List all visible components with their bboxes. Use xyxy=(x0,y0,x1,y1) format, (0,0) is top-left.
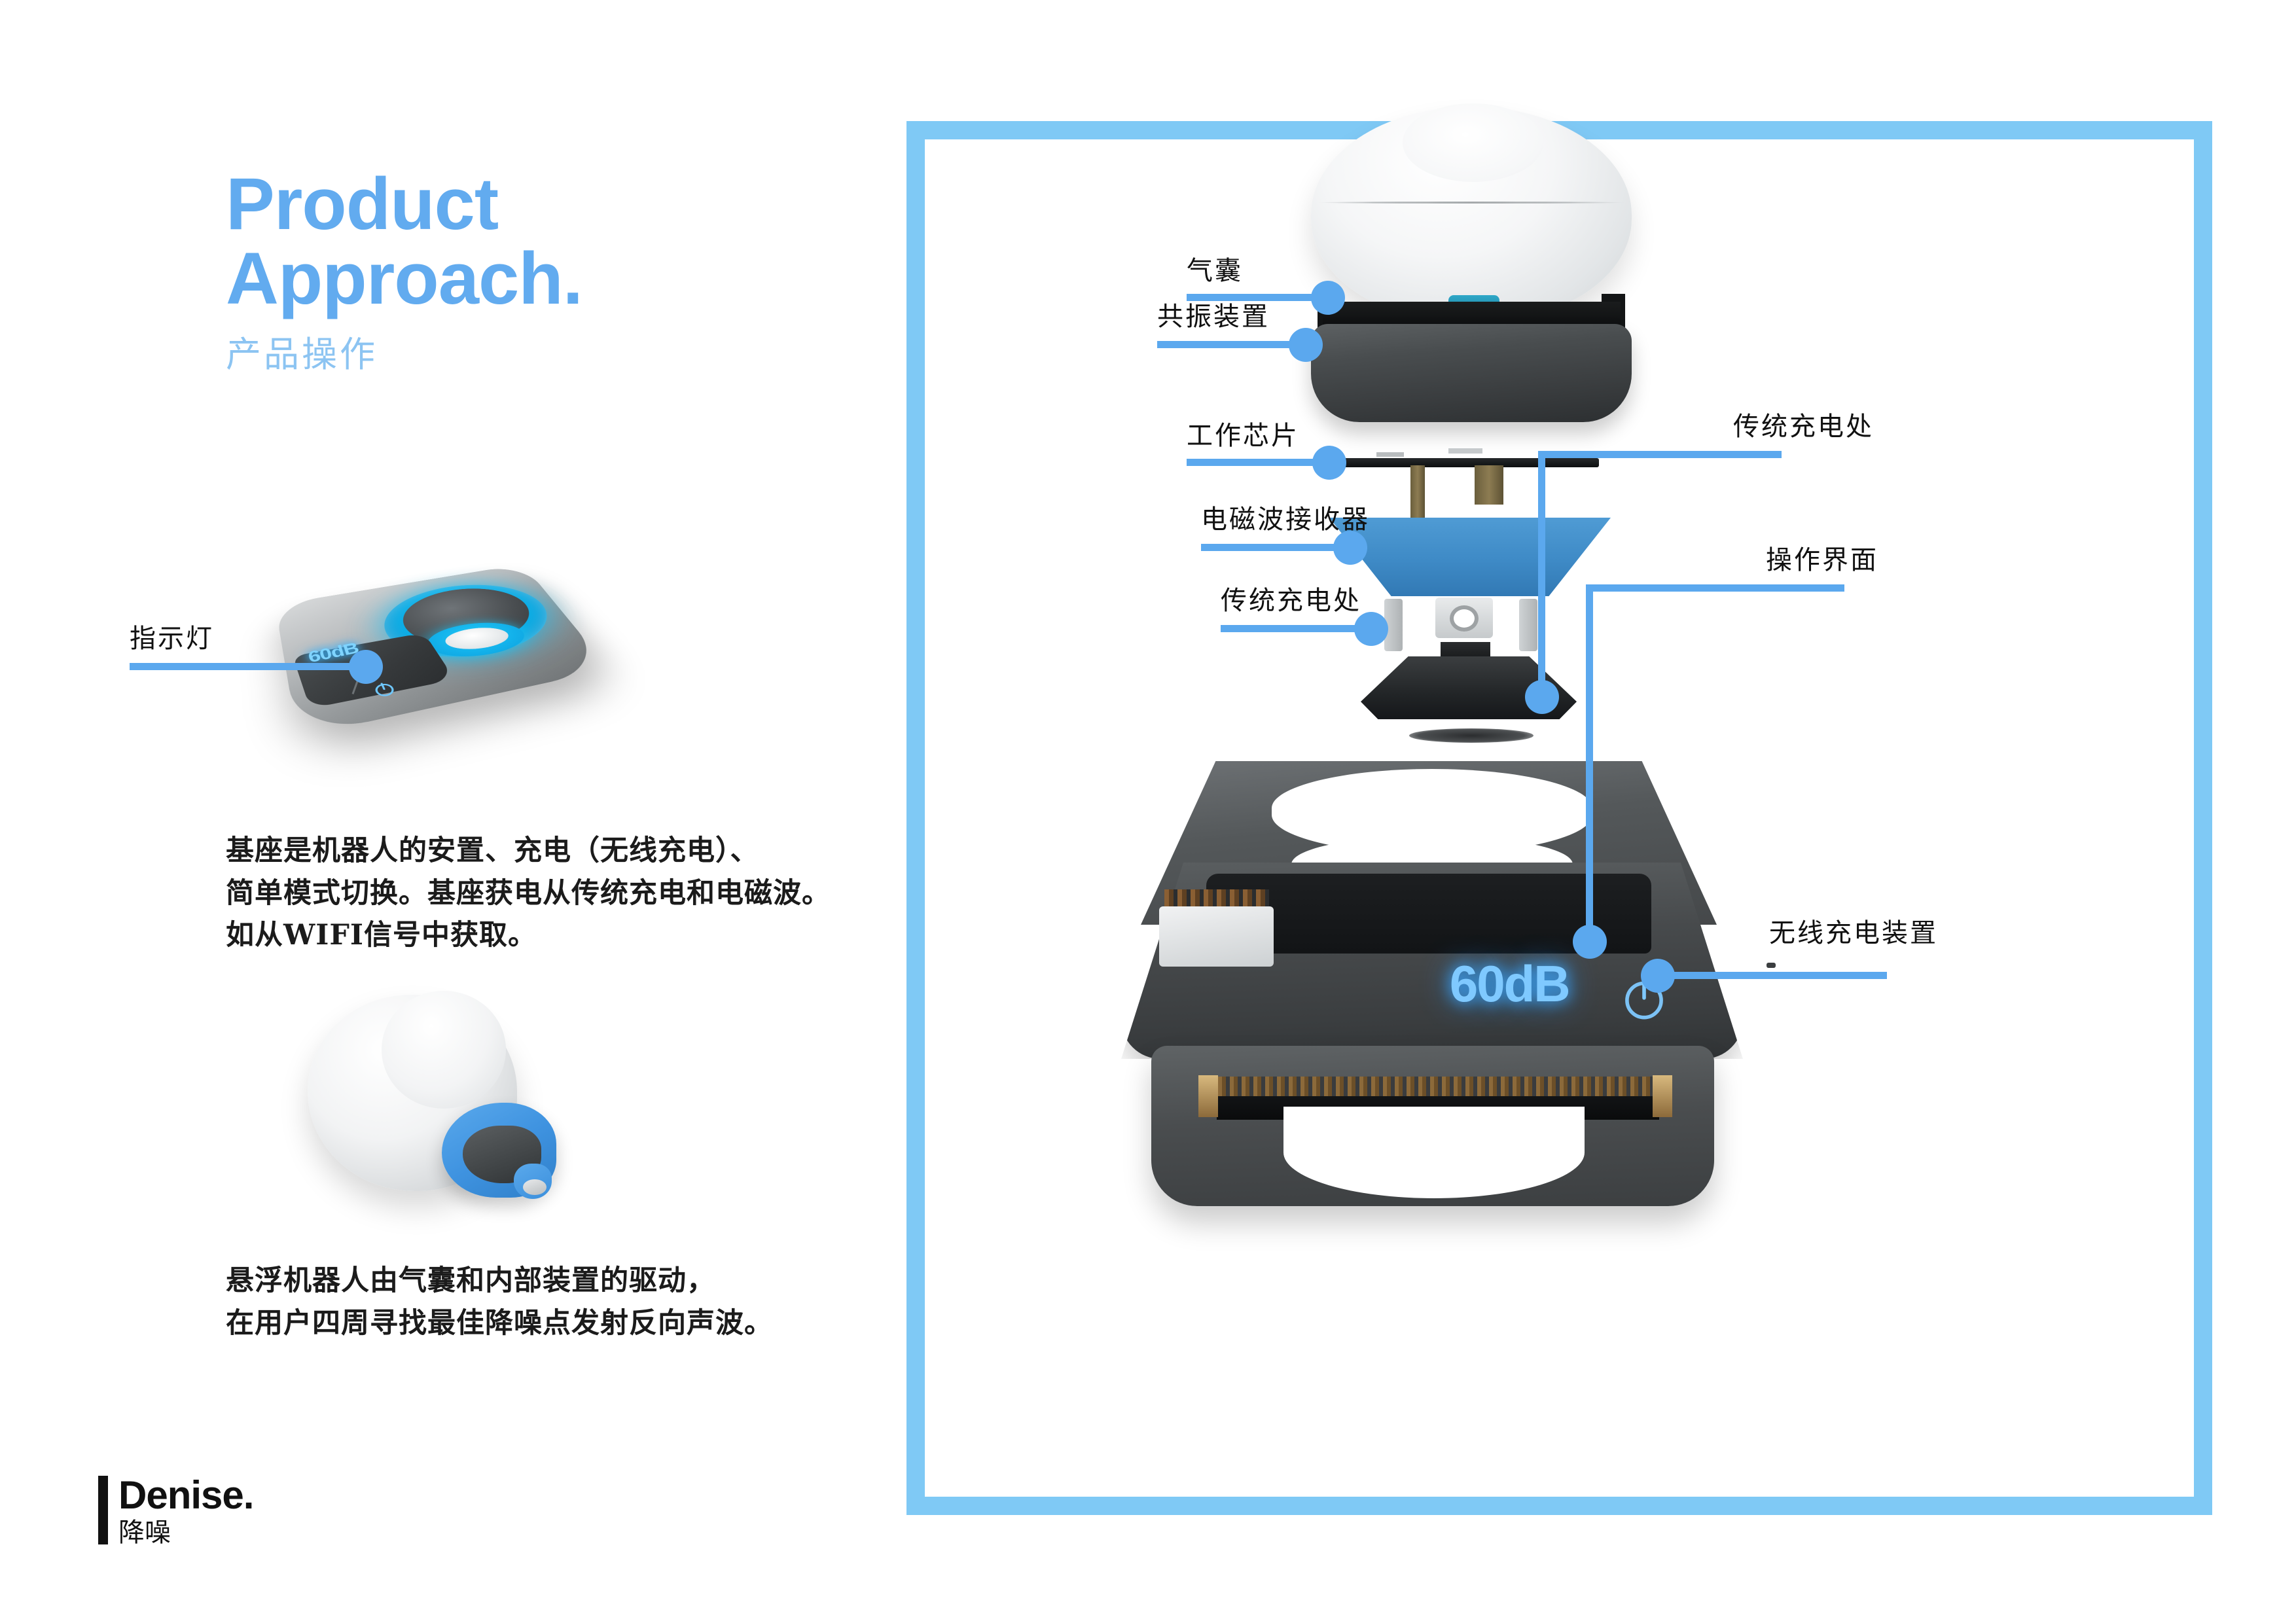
operation-interface-marker xyxy=(1767,963,1776,968)
callout-line-traditional-charging-right xyxy=(1538,451,1782,458)
callout-dot-working-chip xyxy=(1312,446,1346,480)
callout-dot-operation-interface xyxy=(1573,925,1607,959)
callout-label-indicator-light: 指示灯 xyxy=(130,624,214,654)
exploded-view-frame: 60dB 气囊 共振装置 xyxy=(130,103,2212,1515)
chip-tab-right xyxy=(1448,448,1482,454)
coil-terminal-right xyxy=(1653,1075,1672,1117)
callout-line-resonance-device xyxy=(1157,341,1304,348)
receiver-pin-right xyxy=(1519,599,1537,651)
chip-leg-right xyxy=(1475,465,1503,505)
callout-dot-resonance-device xyxy=(1289,328,1323,362)
title-english-line1: Product xyxy=(226,163,499,245)
callout-label-working-chip: 工作芯片 xyxy=(1187,421,1299,451)
paragraph-base-station: 基座是机器人的安置、充电（无线充电）、 简单模式切换。基座获电从传统充电和电磁波… xyxy=(226,834,831,952)
base-connector-block xyxy=(1159,906,1274,967)
callout-label-airbag: 气囊 xyxy=(1187,256,1243,286)
callout-label-operation-interface: 操作界面 xyxy=(1766,545,1878,575)
callout-label-resonance-device: 共振装置 xyxy=(1157,302,1270,332)
airbag-lobe xyxy=(1403,103,1543,182)
callout-label-traditional-charging-right: 传统充电处 xyxy=(1733,412,1874,442)
base-bottom-aperture xyxy=(1283,1107,1585,1198)
airbag-seam xyxy=(1318,202,1625,204)
callout-line-wireless-charging-device xyxy=(1671,972,1887,979)
title-english-line2: Approach. xyxy=(226,238,583,320)
charging-contact-shadow xyxy=(1409,728,1534,743)
working-chip-part xyxy=(1344,458,1599,467)
wireless-charging-coil xyxy=(1206,1077,1664,1097)
logo-name: Denise. xyxy=(118,1473,254,1517)
callout-label-em-wave-receiver: 电磁波接收器 xyxy=(1201,505,1370,535)
left-column: Product Approach. 产品操作 60dB 基座是机器人的安置、充电… xyxy=(0,0,903,1623)
callout-line-traditional-charging-left xyxy=(1221,625,1371,632)
brand-logo: Denise. 降噪 xyxy=(98,1473,254,1548)
robot-foot-contact xyxy=(523,1179,547,1195)
callout-dot-traditional-charging-right xyxy=(1525,680,1559,714)
callout-label-wireless-charging-device: 无线充电装置 xyxy=(1769,918,1938,948)
chip-tab-left xyxy=(1376,452,1404,457)
callout-line-operation-interface xyxy=(1586,584,1844,592)
base-station-render: 60dB xyxy=(260,497,610,779)
coil-terminal-left xyxy=(1198,1075,1218,1117)
callout-elbow-traditional-charging-right xyxy=(1538,451,1545,693)
callout-label-traditional-charging-left: 传统充电处 xyxy=(1221,586,1361,616)
robot-render xyxy=(298,988,605,1250)
callout-line-working-chip xyxy=(1187,459,1329,466)
receiver-connector-hole xyxy=(1450,605,1479,632)
page-title: Product Approach. 产品操作 xyxy=(226,163,583,377)
callout-line-indicator-light xyxy=(130,663,362,670)
callout-dot-wireless-charging-device xyxy=(1641,959,1675,993)
logo-subtitle: 降噪 xyxy=(118,1518,171,1548)
exploded-view-render: 60dB xyxy=(925,103,2194,1497)
title-chinese: 产品操作 xyxy=(226,334,378,376)
callout-line-em-wave-receiver xyxy=(1201,544,1350,551)
resonance-device-part xyxy=(1311,324,1632,422)
base-display: 60dB xyxy=(925,954,2194,1027)
callout-dot-indicator-light xyxy=(349,650,383,684)
robot-upper-lobe xyxy=(382,991,506,1109)
callout-line-airbag xyxy=(1187,294,1329,301)
callout-elbow-operation-interface xyxy=(1586,584,1593,938)
em-wave-receiver-part xyxy=(1329,518,1611,596)
callout-dot-traditional-charging-left xyxy=(1354,612,1388,646)
callout-dot-airbag xyxy=(1311,281,1345,315)
base-db-readout: 60dB xyxy=(1449,955,1571,1012)
callout-dot-em-wave-receiver xyxy=(1333,531,1367,565)
paragraph-robot: 悬浮机器人由气囊和内部装置的驱动， 在用户四周寻找最佳降噪点发射反向声波。 xyxy=(226,1264,773,1340)
logo-bar xyxy=(98,1476,108,1544)
chip-leg-left xyxy=(1410,465,1425,524)
